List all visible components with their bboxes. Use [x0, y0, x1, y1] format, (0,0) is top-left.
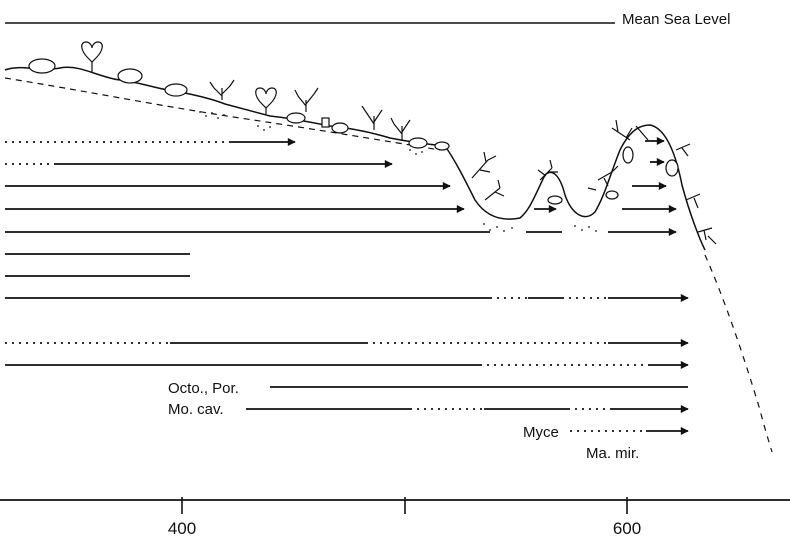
coral-colony-icon [434, 141, 450, 151]
tube-sponge-icon [321, 117, 330, 128]
heart-shaped-sponge-icon [81, 41, 103, 63]
branching-coral-icon [484, 179, 505, 201]
sediment-stipple [199, 111, 597, 232]
coral-colony-icon [164, 83, 188, 97]
reef-profile [4, 66, 706, 251]
coral-colony-icon [547, 195, 563, 205]
branching-coral-icon [361, 105, 383, 130]
coral-colony-icon [408, 137, 428, 149]
reference-slope-dashed [4, 77, 441, 151]
coral-colony-icon [665, 159, 679, 177]
coral-colony-icon [622, 146, 634, 164]
coral-colony-icon [28, 58, 56, 74]
coral-colony-icon [286, 112, 306, 124]
branching-coral-icon [471, 151, 497, 179]
branching-coral-icon [294, 87, 319, 112]
zonation-lines [5, 138, 689, 435]
branching-corals [209, 79, 717, 245]
reef-front-dashed [704, 254, 773, 453]
heart-shaped-sponge-icon [255, 87, 277, 109]
x-tick-label-600: 600 [613, 519, 641, 538]
branching-coral-icon [209, 79, 235, 100]
label-octo-por: Octo., Por. [168, 380, 239, 397]
coral-colony-icon [605, 190, 619, 200]
reef-front-arrows [534, 137, 677, 213]
branching-coral-icon [611, 119, 649, 141]
coral-colony-icon [117, 68, 143, 84]
label-myce: Myce [523, 424, 559, 441]
branching-coral-icon [537, 159, 558, 181]
label-ma-mir: Ma. mir. [586, 445, 639, 462]
coral-colonies [28, 58, 679, 205]
coral-colony-icon [331, 122, 349, 134]
sea-level-label: Mean Sea Level [622, 11, 730, 28]
label-mo-cav: Mo. cav. [168, 401, 224, 418]
branching-coral-icon [587, 165, 619, 191]
sponges [81, 41, 330, 128]
branching-coral-icon [390, 117, 411, 140]
x-tick-label-400: 400 [168, 519, 196, 538]
branching-coral-icon [675, 143, 717, 245]
